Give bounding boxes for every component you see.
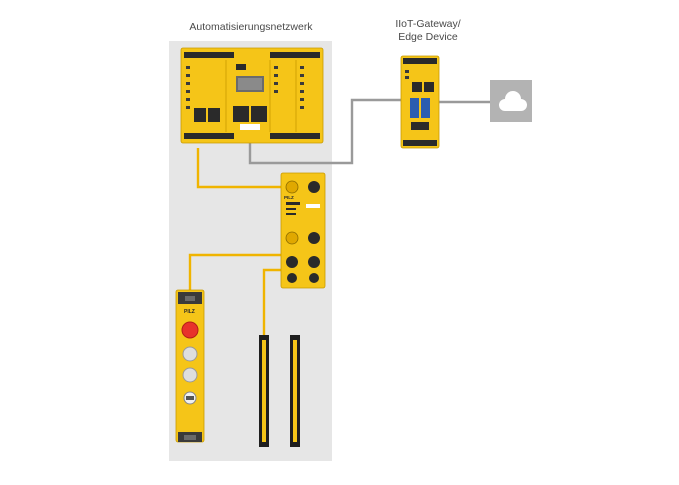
network-title: Automatisierungsnetzwerk (189, 21, 313, 33)
cloud-icon (499, 91, 527, 111)
control-button-2 (182, 367, 198, 383)
gateway-title-line1: IIoT-Gateway/ (395, 18, 461, 30)
ethernet-connection-line (248, 98, 417, 165)
control-station: PILZ (175, 289, 205, 443)
control-station-brand: PILZ (184, 309, 195, 315)
plc-controller (180, 47, 324, 144)
io-module-brand: PILZ (284, 195, 294, 200)
cloud-box (490, 80, 532, 122)
gateway-title: IIoT-Gateway/ Edge Device (378, 18, 478, 44)
emergency-stop-button (181, 321, 199, 339)
light-curtains (259, 335, 300, 447)
gateway-title-line2: Edge Device (398, 31, 458, 43)
iiot-gateway-device (400, 55, 440, 149)
fieldbus-lines (188, 148, 290, 340)
control-button-1 (182, 346, 198, 362)
io-module: PILZ (280, 172, 326, 289)
